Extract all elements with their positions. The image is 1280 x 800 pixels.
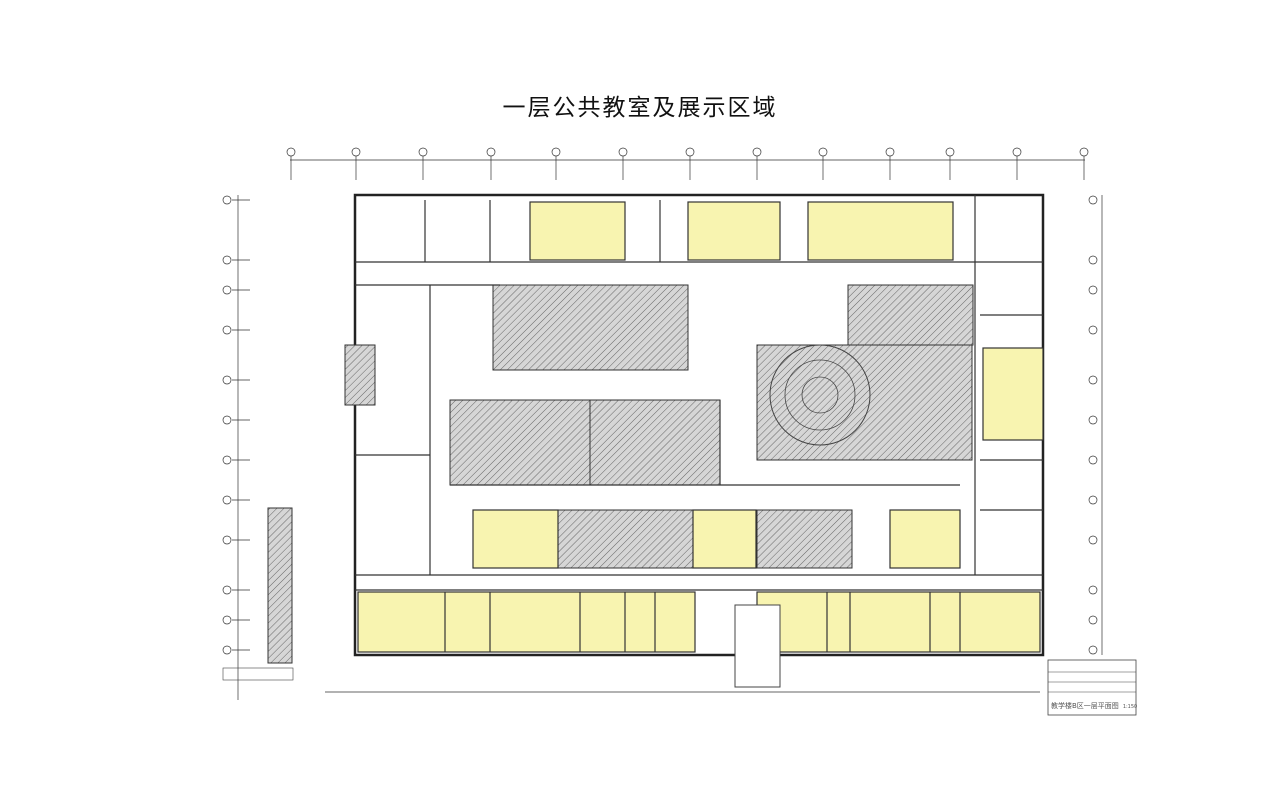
axis-bubble: [1088, 415, 1098, 425]
legend-caption: 教学楼B区一层平面图 1:150: [1051, 702, 1137, 712]
axis-bubble: [618, 147, 628, 157]
highlighted-classrooms: [357, 201, 1044, 653]
axis-bubble: [1088, 495, 1098, 505]
axis-bubble: [222, 615, 232, 625]
hatched-area: [557, 509, 694, 569]
highlighted-room: [472, 509, 559, 569]
axis-bubble: [222, 325, 232, 335]
legend-scale: 1:150: [1122, 704, 1138, 710]
axis-bubble: [1088, 255, 1098, 265]
axis-bubble: [1012, 147, 1022, 157]
circular-auditorium: [769, 344, 871, 446]
legend-drawing-title: 教学楼B区一层平面图: [1051, 702, 1119, 710]
highlighted-room: [889, 509, 961, 569]
axis-bubble: [1088, 535, 1098, 545]
axis-bubble: [222, 415, 232, 425]
title-block: [1047, 659, 1137, 716]
axis-bubble: [1088, 375, 1098, 385]
axis-bubble: [885, 147, 895, 157]
hatched-area: [344, 344, 376, 406]
axis-bubble: [818, 147, 828, 157]
axis-bubble: [351, 147, 361, 157]
highlighted-room: [692, 509, 757, 569]
axis-bubble: [222, 585, 232, 595]
axis-bubble: [1088, 195, 1098, 205]
hatched-area: [267, 507, 293, 664]
axis-grid: [222, 147, 1103, 700]
axis-bubble: [222, 375, 232, 385]
axis-bubble: [945, 147, 955, 157]
highlighted-room: [807, 201, 954, 261]
axis-bubble: [1088, 645, 1098, 655]
axis-bubble: [752, 147, 762, 157]
highlighted-room: [756, 591, 1041, 653]
hatched-area: [756, 344, 973, 461]
hatched-area: [756, 509, 853, 569]
drawing-title: 一层公共教室及展示区域: [502, 95, 778, 121]
hatched-areas: [267, 284, 974, 664]
axis-bubble: [222, 195, 232, 205]
highlighted-room: [982, 347, 1044, 441]
axis-bubble: [222, 285, 232, 295]
axis-bubble: [1088, 285, 1098, 295]
axis-bubble: [1088, 325, 1098, 335]
axis-bubble: [486, 147, 496, 157]
axis-bubble: [1088, 455, 1098, 465]
axis-bubble: [222, 255, 232, 265]
axis-bubble: [551, 147, 561, 157]
highlighted-room: [529, 201, 626, 261]
highlighted-room: [687, 201, 781, 261]
highlighted-room: [357, 591, 696, 653]
axis-bubble: [222, 645, 232, 655]
axis-bubble: [418, 147, 428, 157]
axis-bubble: [685, 147, 695, 157]
hatched-area: [847, 284, 974, 346]
axis-bubble: [222, 535, 232, 545]
axis-bubble: [222, 455, 232, 465]
hatched-area: [449, 399, 591, 486]
axis-bubble: [222, 495, 232, 505]
interior-walls: [355, 195, 1043, 652]
axis-bubble: [286, 147, 296, 157]
hatched-area: [589, 399, 721, 486]
axis-bubble: [1088, 615, 1098, 625]
hatched-area: [492, 284, 689, 371]
outdoor-stairs: [734, 604, 781, 688]
axis-bubble: [1079, 147, 1089, 157]
axis-bubble: [1088, 585, 1098, 595]
site-label-box: [222, 667, 294, 681]
